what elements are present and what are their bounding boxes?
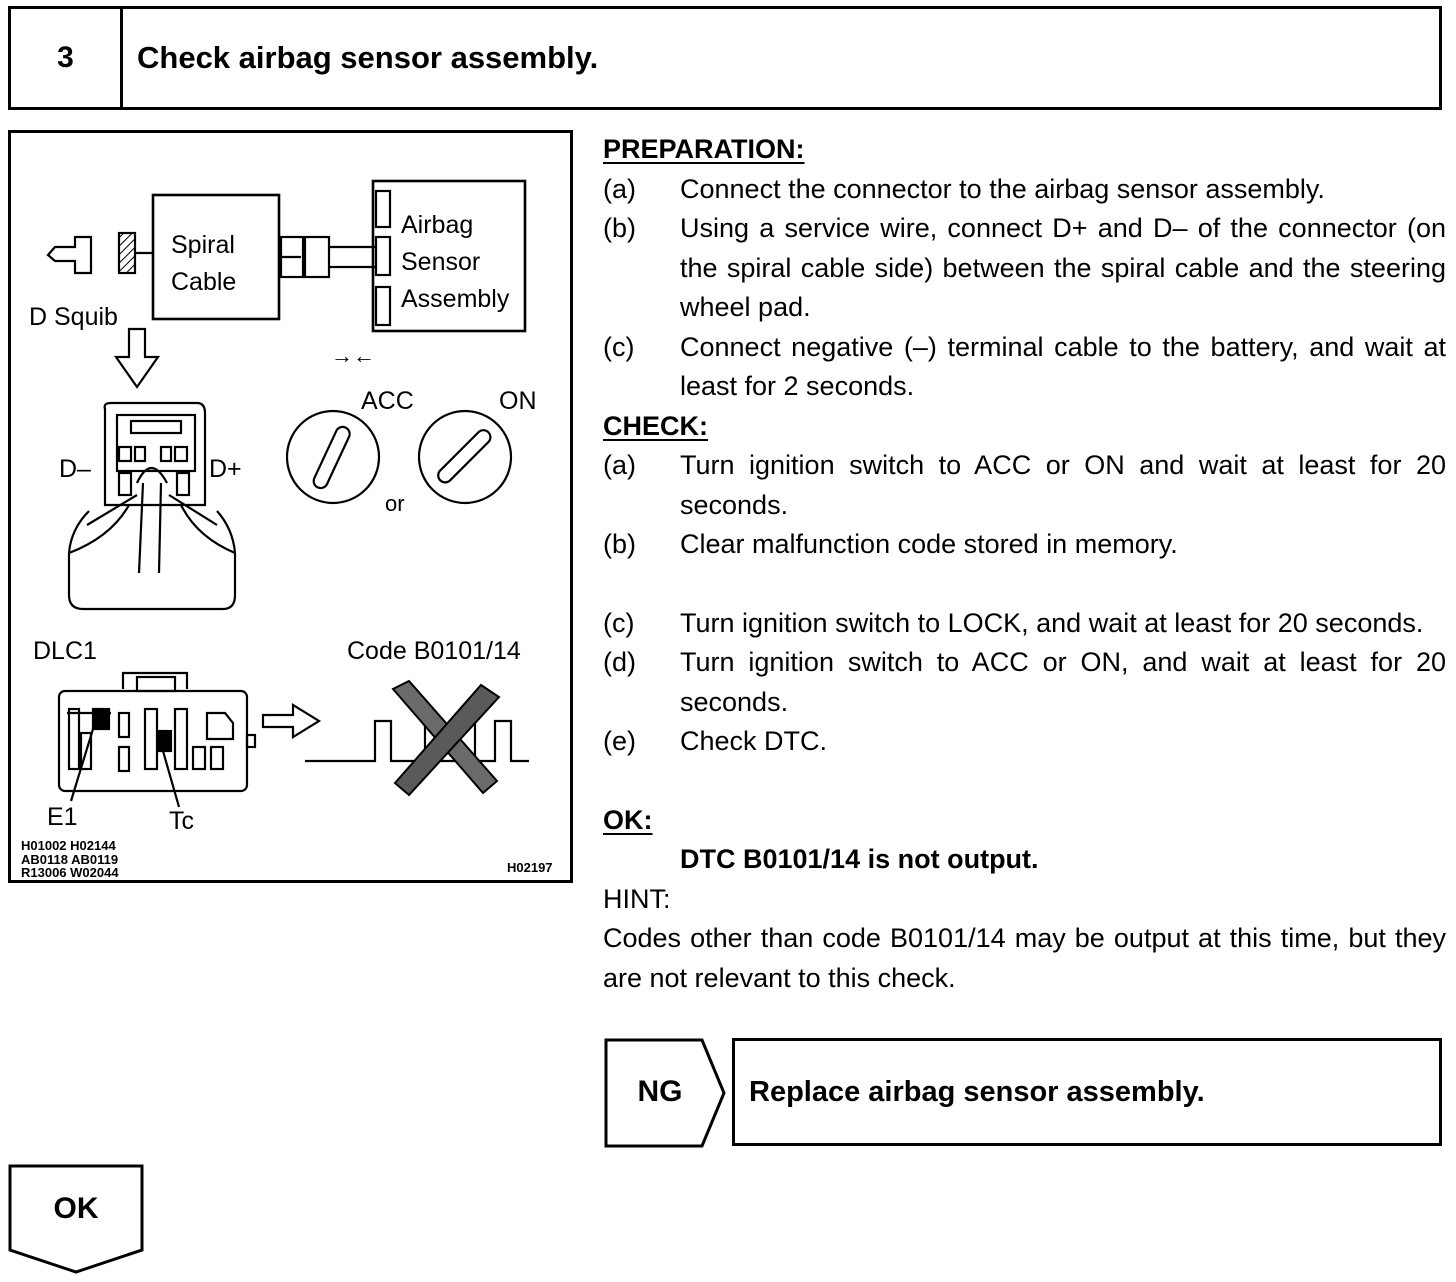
wiring-figure: Spiral Cable Airbag Sensor Assembly D Sq… bbox=[8, 130, 573, 883]
airbag-sensor-box bbox=[371, 179, 527, 333]
squib-connector-shape bbox=[46, 235, 93, 275]
step-title: Check airbag sensor assembly. bbox=[137, 40, 599, 75]
list-item: (b)Using a service wire, connect D+ and … bbox=[603, 213, 1446, 322]
d-minus-label: D– bbox=[59, 455, 91, 483]
list-item: (c)Connect negative (–) terminal cable t… bbox=[603, 331, 1446, 402]
e1-label: E1 bbox=[47, 803, 78, 831]
hatched-connector bbox=[117, 231, 137, 275]
ok-result: DTC B0101/14 is not output. bbox=[680, 844, 1039, 874]
tc-label: Tc bbox=[169, 807, 194, 835]
d-squib-label: D Squib bbox=[29, 303, 118, 331]
hint-text: Codes other than code B0101/14 may be ou… bbox=[603, 923, 1446, 993]
dlc1-body bbox=[57, 689, 249, 793]
on-switch-circle bbox=[417, 409, 513, 505]
list-item: (a)Turn ignition switch to ACC or ON and… bbox=[603, 450, 1446, 520]
preparation-heading: PREPARATION: bbox=[603, 134, 805, 164]
hint-heading: HINT: bbox=[603, 883, 671, 914]
step-number: 3 bbox=[11, 9, 123, 107]
dlc1-latch bbox=[121, 671, 189, 689]
procedure-text: PREPARATION: (a)Connect the connector to… bbox=[603, 130, 1446, 998]
ng-action-box: Replace airbag sensor assembly. bbox=[732, 1038, 1442, 1146]
spiral-cable-label: Spiral Cable bbox=[171, 231, 237, 296]
connector-diagram bbox=[46, 179, 529, 808]
list-item: (a)Connect the connector to the airbag s… bbox=[603, 173, 1325, 204]
ng-label: NG bbox=[637, 1075, 683, 1108]
airbag-sensor-label: Airbag Sensor Assembly bbox=[401, 211, 510, 313]
on-label: ON bbox=[499, 387, 537, 415]
list-item: (b)Clear malfunction code stored in memo… bbox=[603, 529, 1178, 559]
acc-switch-circle bbox=[285, 409, 381, 505]
list-item: (e)Check DTC. bbox=[603, 726, 828, 756]
or-label: or bbox=[385, 491, 405, 516]
dlc1-label: DLC1 bbox=[33, 637, 97, 665]
ok-heading: OK: bbox=[603, 804, 653, 835]
list-item: (c)Turn ignition switch to LOCK, and wai… bbox=[603, 607, 1424, 638]
ng-arrow-shape bbox=[604, 1038, 726, 1148]
down-arrow bbox=[113, 327, 161, 389]
step-header: 3 Check airbag sensor assembly. bbox=[8, 6, 1442, 110]
figure-id: H02197 bbox=[507, 860, 553, 875]
list-item: (d)Turn ignition switch to ACC or ON, an… bbox=[603, 647, 1446, 717]
dsquib-connector-body bbox=[103, 401, 207, 507]
acc-label: ACC bbox=[361, 387, 414, 415]
dtc-waveform bbox=[305, 719, 529, 763]
code-label: Code B0101/14 bbox=[347, 637, 521, 665]
cross-mark bbox=[391, 679, 501, 797]
ok-arrow-shape bbox=[8, 1164, 144, 1274]
d-plus-label: D+ bbox=[209, 455, 242, 483]
ok-flow-label: OK bbox=[53, 1192, 99, 1225]
check-heading: CHECK: bbox=[603, 410, 708, 441]
ref-codes: H01002 H02144 AB0118 AB0119 R13006 W0204… bbox=[21, 838, 119, 881]
direction-arrows: →← bbox=[331, 343, 375, 368]
right-arrow bbox=[261, 703, 322, 739]
